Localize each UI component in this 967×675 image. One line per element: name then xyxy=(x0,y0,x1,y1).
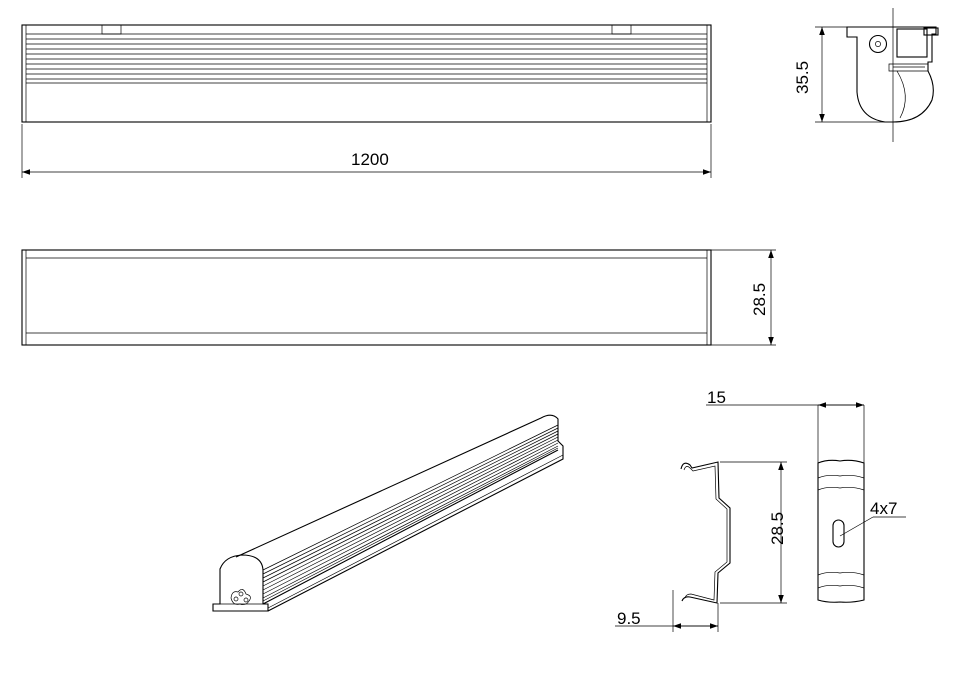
side-profile xyxy=(846,8,939,142)
front-view xyxy=(21,24,712,123)
length-label: 1200 xyxy=(351,150,389,169)
profile-height-label: 35.5 xyxy=(793,61,812,94)
body-height-label: 28.5 xyxy=(750,283,769,316)
bracket-height-label: 28.5 xyxy=(768,512,787,545)
length-dimension: 1200 xyxy=(21,124,712,178)
body-height-dimension: 28.5 xyxy=(711,249,776,346)
slot-size-label: 4x7 xyxy=(870,499,897,518)
top-view xyxy=(21,249,712,346)
bracket-offset-label: 9.5 xyxy=(617,609,641,628)
bracket-width-label: 15 xyxy=(707,388,726,407)
bracket-dimensions: 28.5 9.5 xyxy=(615,461,787,632)
isometric-view xyxy=(212,414,564,612)
bracket-front-view: 15 4x7 xyxy=(706,388,906,603)
bracket-side-view xyxy=(680,461,731,604)
profile-height-dimension: 35.5 xyxy=(793,26,885,123)
